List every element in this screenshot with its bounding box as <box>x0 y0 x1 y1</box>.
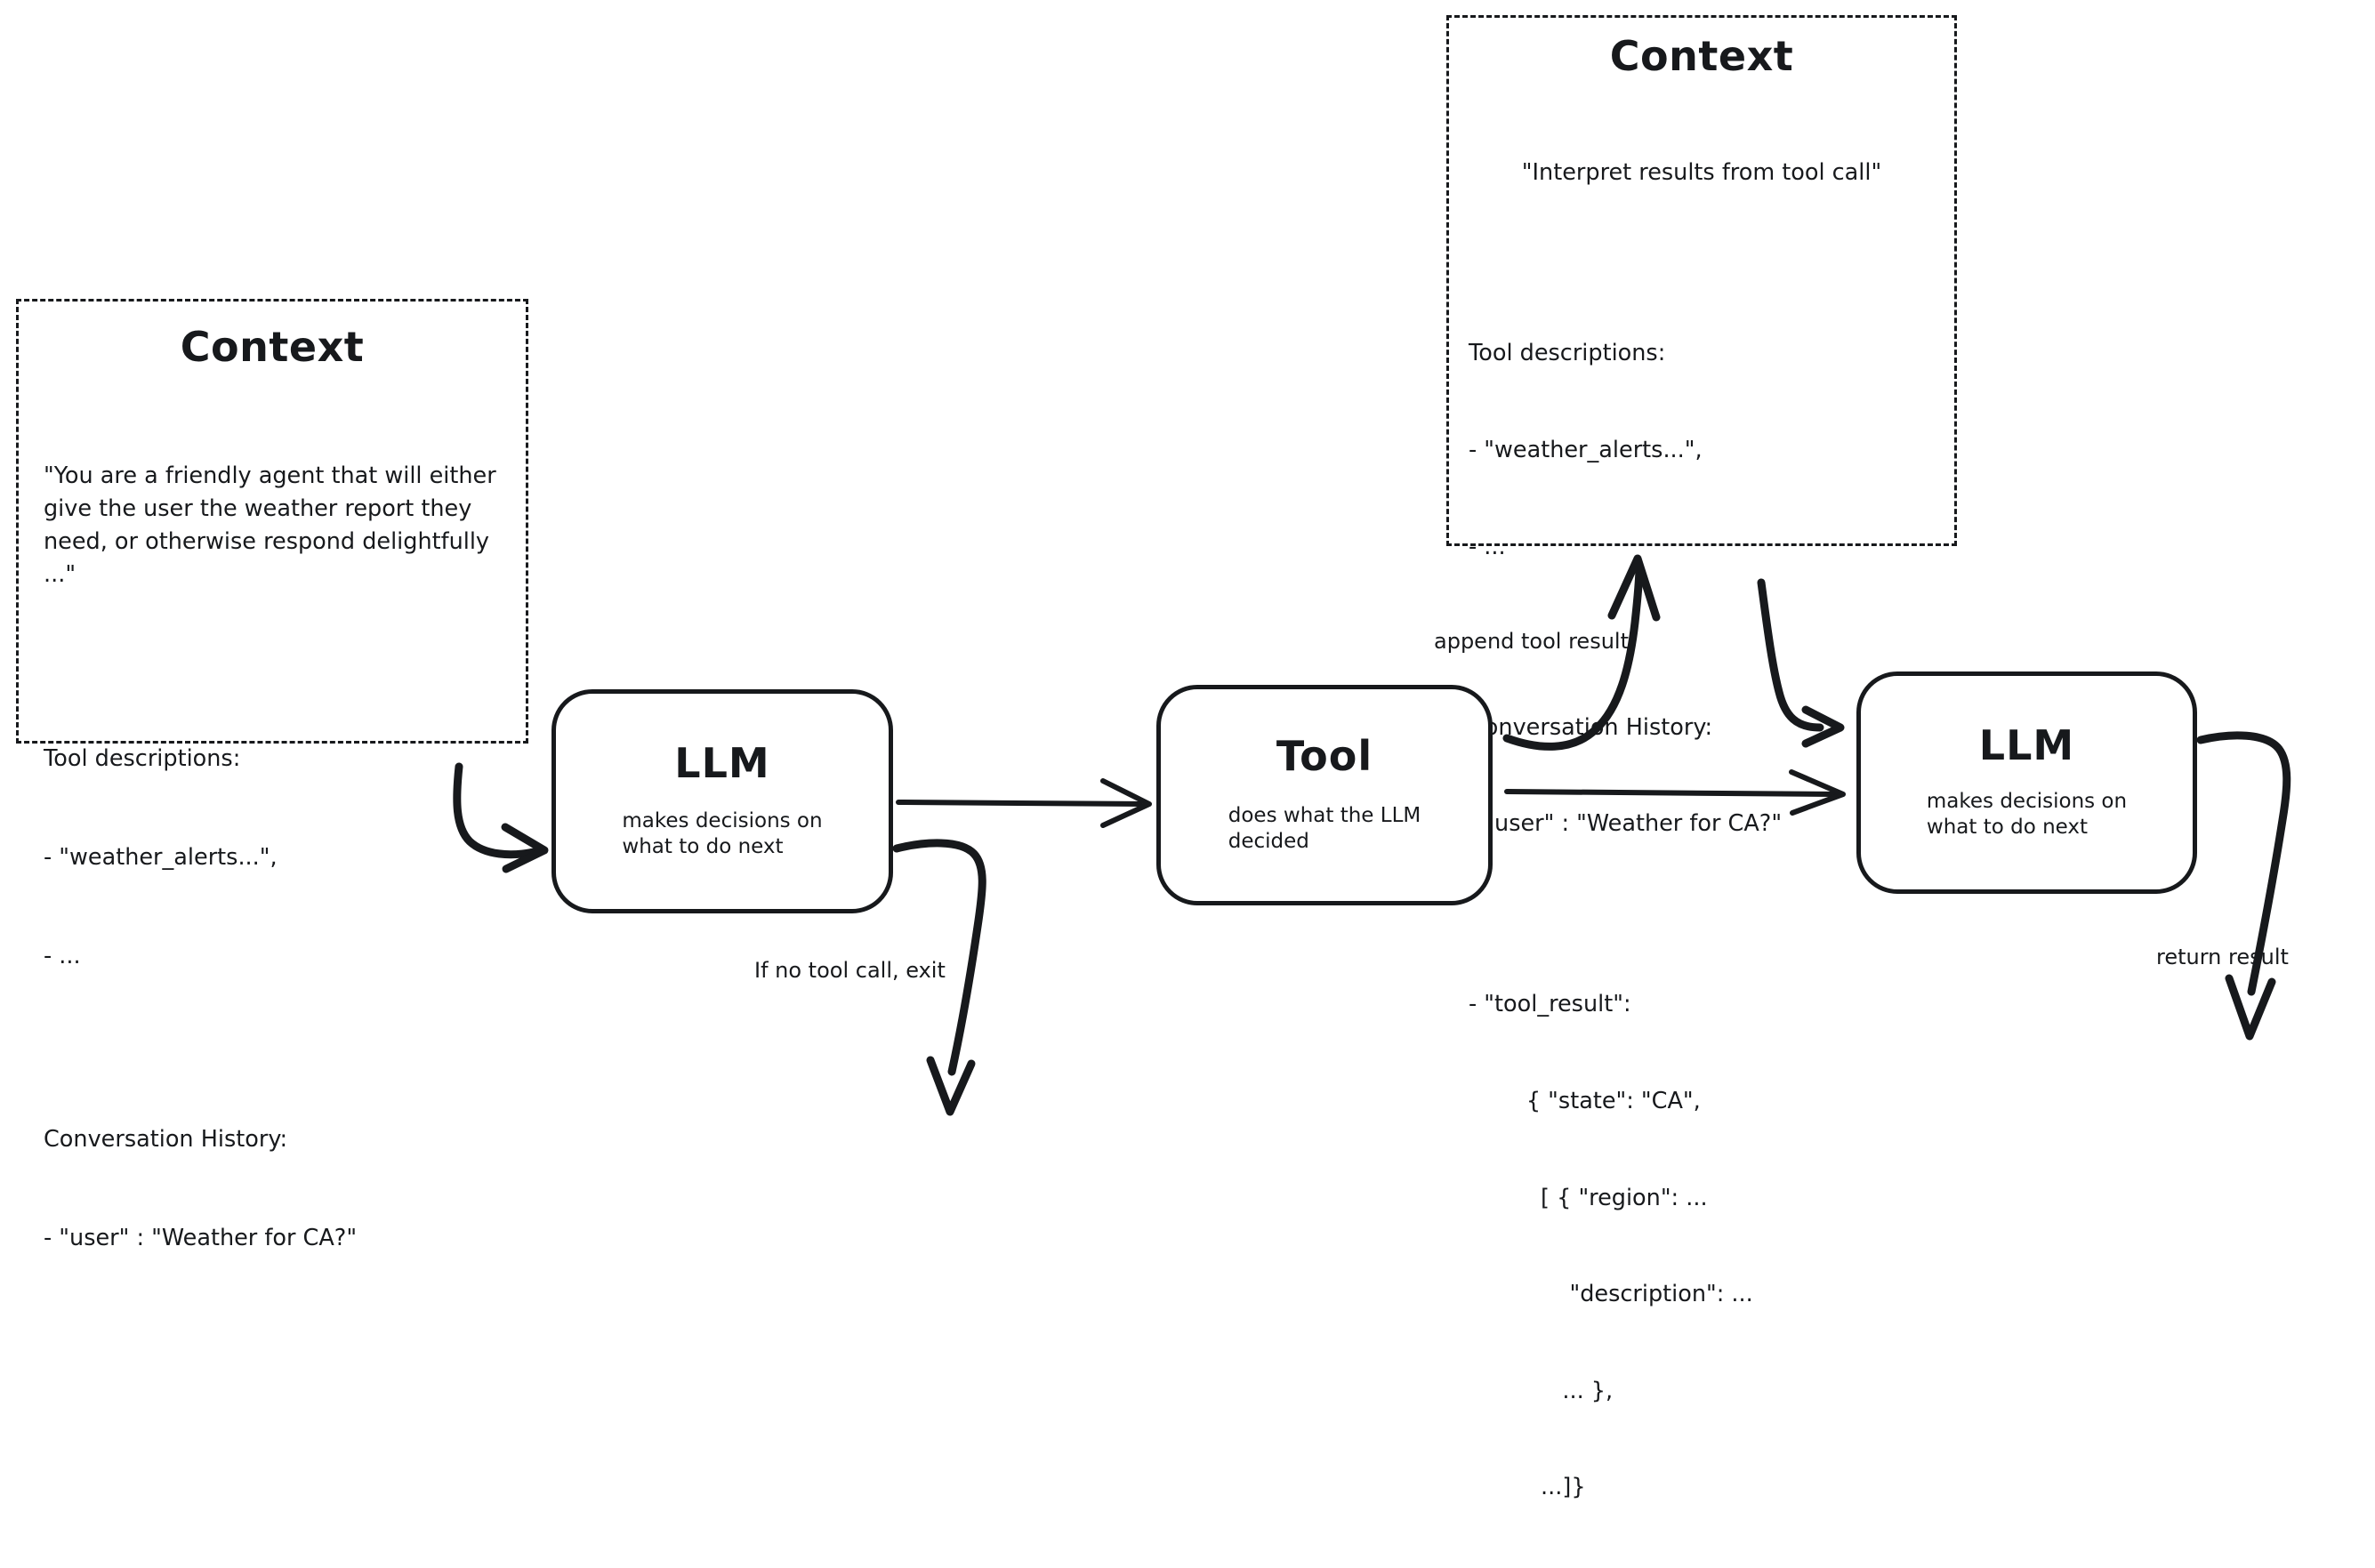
node-llm-first-title: LLM <box>674 738 770 787</box>
edge-label-return-result: return result <box>2156 945 2289 969</box>
node-tool-subtitle: does what the LLM decided <box>1228 803 1421 853</box>
context-right-tool-result-line: ... }, <box>1469 1377 1614 1404</box>
context-right-tool-item: - ... <box>1469 533 1506 560</box>
context-right-title: Context <box>1609 32 1794 80</box>
context-right-history-heading: Conversation History: <box>1469 713 1713 741</box>
node-llm-first-subtitle: makes decisions on what to do next <box>622 808 823 858</box>
node-llm-second[interactable]: LLM makes decisions on what to do next <box>1856 671 2197 894</box>
context-left-title: Context <box>180 323 365 371</box>
context-panel-right: Context "Interpret results from tool cal… <box>1446 15 1957 1500</box>
context-right-tool-result-line: "description": ... <box>1469 1281 1753 1308</box>
context-left-history-heading: Conversation History: <box>44 1126 288 1154</box>
context-right-history-item: - "user" : "Weather for CA?" <box>1469 810 1783 838</box>
node-tool[interactable]: Tool does what the LLM decided <box>1156 685 1493 905</box>
arrow-llm1-to-tool <box>896 778 1152 828</box>
spacer <box>1469 253 1935 273</box>
node-tool-title: Tool <box>1276 731 1373 780</box>
context-left-body: "You are a friendly agent that will eith… <box>44 394 501 1321</box>
context-right-tool-result-line: [ { "region": ... <box>1469 1184 1708 1211</box>
edge-label-append-tool-result: append tool result <box>1434 629 1629 654</box>
node-llm-second-subtitle: makes decisions on what to do next <box>1926 789 2128 839</box>
context-left-tool-item: - "weather_alerts...", <box>44 843 278 871</box>
node-llm-first[interactable]: LLM makes decisions on what to do next <box>551 689 893 913</box>
spacer <box>44 657 501 677</box>
context-right-tool-item: - "weather_alerts...", <box>1469 437 1703 464</box>
context-left-history-item: - "user" : "Weather for CA?" <box>44 1225 358 1252</box>
context-panel-left: Context "You are a friendly agent that w… <box>16 299 528 1251</box>
context-right-tool-result-line: ...]} <box>1469 1474 1586 1501</box>
node-llm-second-title: LLM <box>1978 720 2075 769</box>
arrow-llm2-return <box>2196 731 2291 1041</box>
context-left-system-prompt: "You are a friendly agent that will eith… <box>44 462 503 588</box>
context-right-tool-result-line: { "state": "CA", <box>1469 1087 1701 1114</box>
context-left-tool-item: - ... <box>44 942 81 969</box>
context-right-system-prompt: "Interpret results from tool call" <box>1521 159 1882 187</box>
spacer <box>1469 905 1935 924</box>
context-left-tools-heading: Tool descriptions: <box>44 744 241 772</box>
diagram-canvas: .ln { fill:none; stroke:#17191c; stroke-… <box>16 15 2291 1500</box>
edge-label-if-no-tool-call: If no tool call, exit <box>754 958 946 983</box>
context-right-tools-heading: Tool descriptions: <box>1469 340 1666 367</box>
context-right-tool-result-label: - "tool_result": <box>1469 991 1631 1018</box>
spacer <box>44 1038 501 1057</box>
